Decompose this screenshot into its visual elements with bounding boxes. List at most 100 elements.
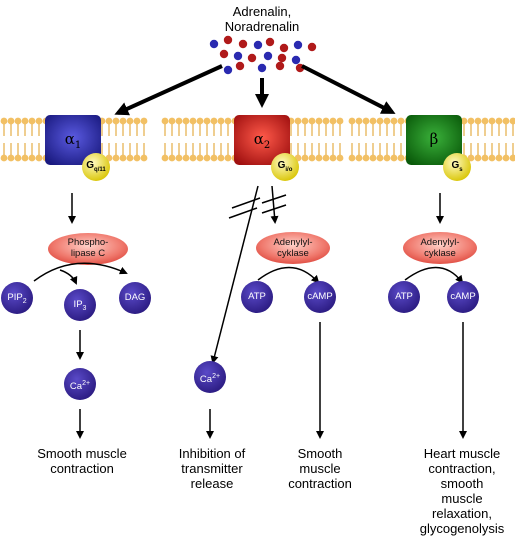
receptor-alpha1-subscript: 1 — [74, 140, 82, 151]
membrane-head — [329, 154, 337, 162]
ligand-dot-blue — [257, 63, 267, 73]
membrane-head — [294, 117, 302, 125]
membrane-head — [397, 117, 405, 125]
molecule-ca-alpha1-label: Ca2+ — [70, 378, 90, 392]
receptor-alpha2-label: α2 — [254, 130, 271, 151]
molecule-camp-beta-label: cAMP — [450, 291, 476, 302]
ligand-dot-blue — [291, 55, 301, 65]
molecule-ca-alpha2-base: Ca — [199, 374, 213, 386]
enzyme-plc — [48, 233, 128, 265]
membrane-head — [502, 117, 510, 125]
membrane-head — [105, 117, 113, 125]
g-protein-alpha1-label: Gq/11 — [86, 160, 105, 173]
membrane-head — [119, 154, 127, 162]
membrane-head — [390, 154, 398, 162]
g-protein-beta-label: Gs — [451, 160, 462, 173]
membrane-head — [224, 117, 232, 125]
inhibition-mark-1b — [228, 207, 258, 219]
membrane-head — [495, 154, 503, 162]
ligand-dot-red — [238, 39, 248, 49]
membrane-head — [308, 154, 316, 162]
membrane-head — [502, 154, 510, 162]
membrane-head — [348, 117, 356, 125]
inhibition-mark-1a — [231, 197, 261, 209]
membrane-head — [467, 117, 475, 125]
membrane-head — [28, 154, 36, 162]
receptor-alpha1 — [45, 115, 101, 165]
membrane-head — [495, 117, 503, 125]
receptor-alpha2 — [234, 115, 290, 165]
molecule-ip3-sub: 3 — [82, 304, 87, 312]
molecule-dag — [119, 282, 151, 314]
membrane-head — [203, 154, 211, 162]
g-protein-beta-letter: G — [451, 160, 460, 171]
arrow-acb-reaction — [404, 266, 464, 284]
ligand-label-line1: Adrenalin, — [232, 4, 292, 19]
ligand-dot-blue — [293, 40, 303, 50]
membrane-head — [7, 117, 15, 125]
ligand-dot-red — [223, 35, 233, 45]
arrow-ac2-reaction — [257, 266, 320, 284]
membrane-head — [161, 154, 169, 162]
receptor-alpha2-symbol: α — [253, 130, 264, 148]
membrane-head — [210, 154, 218, 162]
enzyme-adenylyl-alpha2-label: Adenylyl- cyklase — [273, 237, 313, 259]
molecule-atp-alpha2-label: ATP — [248, 291, 266, 302]
receptor-alpha1-label: α1 — [65, 130, 82, 151]
membrane-head — [329, 117, 337, 125]
membrane-head — [315, 117, 323, 125]
membrane-head — [474, 154, 482, 162]
membrane-head — [509, 117, 515, 125]
membrane-head — [189, 154, 197, 162]
outcome-alpha2-smooth: Smooth muscle contraction — [288, 446, 352, 491]
ligand-dot-red — [275, 61, 285, 71]
membrane-head — [14, 117, 22, 125]
membrane-head — [481, 117, 489, 125]
ligand-dot-red — [247, 53, 257, 63]
membrane-head — [21, 154, 29, 162]
membrane-head — [336, 154, 344, 162]
molecule-ca-alpha2-sup: 2+ — [212, 373, 221, 380]
molecule-atp-beta — [388, 281, 420, 313]
membrane-head — [203, 117, 211, 125]
arrow-plc-to-ip3 — [59, 269, 78, 285]
arrow-alpha2-to-ca — [210, 185, 259, 364]
molecule-ca-alpha2-label: Ca2+ — [200, 371, 220, 385]
membrane-head — [322, 117, 330, 125]
membrane-head — [168, 154, 176, 162]
membrane-head — [481, 154, 489, 162]
membrane-head — [28, 117, 36, 125]
membrane-head — [383, 154, 391, 162]
membrane-head — [7, 154, 15, 162]
g-protein-alpha1-letter: G — [86, 160, 95, 171]
g-protein-alpha1 — [82, 153, 110, 181]
enzyme-adenylyl-beta — [403, 232, 477, 264]
membrane-head — [369, 117, 377, 125]
membrane-head — [315, 154, 323, 162]
molecule-ca-alpha1-base: Ca — [69, 381, 83, 393]
g-protein-alpha2-label: Gi/o — [278, 160, 293, 173]
molecule-pip2-sub: 2 — [22, 297, 27, 305]
receptor-alpha1-symbol: α — [64, 130, 75, 148]
membrane-head — [488, 117, 496, 125]
ligand-label: Adrenalin, Noradrenalin — [225, 4, 299, 34]
membrane-head — [460, 117, 468, 125]
membrane-head — [161, 117, 169, 125]
membrane-head — [35, 117, 43, 125]
arrow-to-beta — [301, 64, 396, 114]
ligand-dot-blue — [253, 40, 263, 50]
membrane-head — [0, 117, 8, 125]
outcome-beta: Heart muscle contraction, smooth muscle … — [419, 446, 505, 536]
membrane-head — [175, 154, 183, 162]
membrane-head — [140, 117, 148, 125]
membrane-head — [322, 154, 330, 162]
molecule-ip3 — [64, 289, 96, 321]
ligand-dot-blue — [233, 51, 243, 61]
g-protein-beta-sub: s — [459, 167, 463, 173]
molecule-pip2-label: PIP2 — [7, 292, 26, 307]
membrane-head — [467, 154, 475, 162]
receptor-alpha2-subscript: 2 — [263, 140, 271, 151]
membrane-head — [336, 117, 344, 125]
membrane-head — [383, 117, 391, 125]
ligand-dot-red — [279, 43, 289, 53]
